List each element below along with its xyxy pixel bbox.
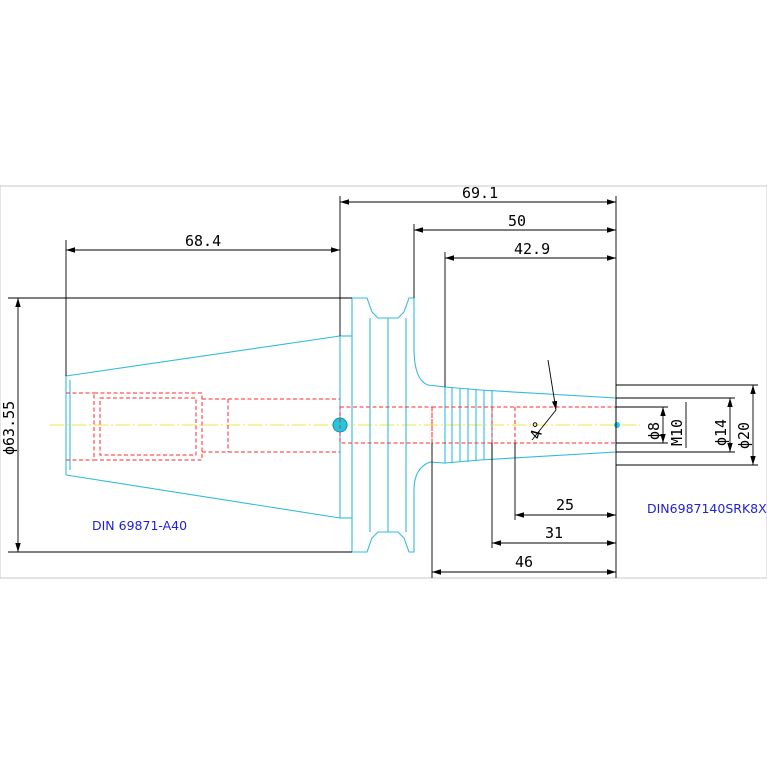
dim-text-d8: ϕ8: [645, 422, 663, 440]
dimension-texts: 69.1 50 42.9 68.4 25 31 46 ϕ63.55 ϕ8 M10…: [0, 184, 753, 571]
dim-text-31: 31: [545, 524, 563, 542]
dim-text-691: 69.1: [462, 184, 498, 202]
dim-text-d14: ϕ14: [712, 419, 730, 446]
steep-taper-outline: [65, 335, 341, 519]
dim-text-m10: M10: [668, 419, 686, 446]
dim-text-6355: ϕ63.55: [0, 401, 18, 455]
drawbar-thread: [93, 392, 203, 461]
flange-bore: [339, 406, 433, 444]
flange-upper: [352, 297, 446, 425]
dim-text-429: 42.9: [514, 240, 550, 258]
flange-lower: [352, 425, 446, 553]
dim-text-46: 46: [515, 553, 533, 571]
angle-leader-1: [547, 359, 558, 411]
drawbar-thread-inner: [99, 397, 197, 456]
angle-leader-2: [531, 409, 557, 441]
dim-text-684: 68.4: [185, 232, 221, 250]
angle-text-4deg: 4°: [526, 419, 548, 441]
part-label-left: DIN 69871-A40: [92, 518, 187, 533]
dim-text-d20: ϕ20: [735, 422, 753, 449]
nose-center-marker: [614, 422, 620, 428]
part-label-right: DIN6987140SRK8X50: [647, 501, 767, 516]
dimension-lines: [8, 196, 758, 578]
dim-text-25: 25: [556, 496, 574, 514]
hidden-bore-lines: [66, 392, 617, 461]
drawing-frame: [0, 185, 767, 579]
dim-text-50: 50: [508, 212, 526, 230]
